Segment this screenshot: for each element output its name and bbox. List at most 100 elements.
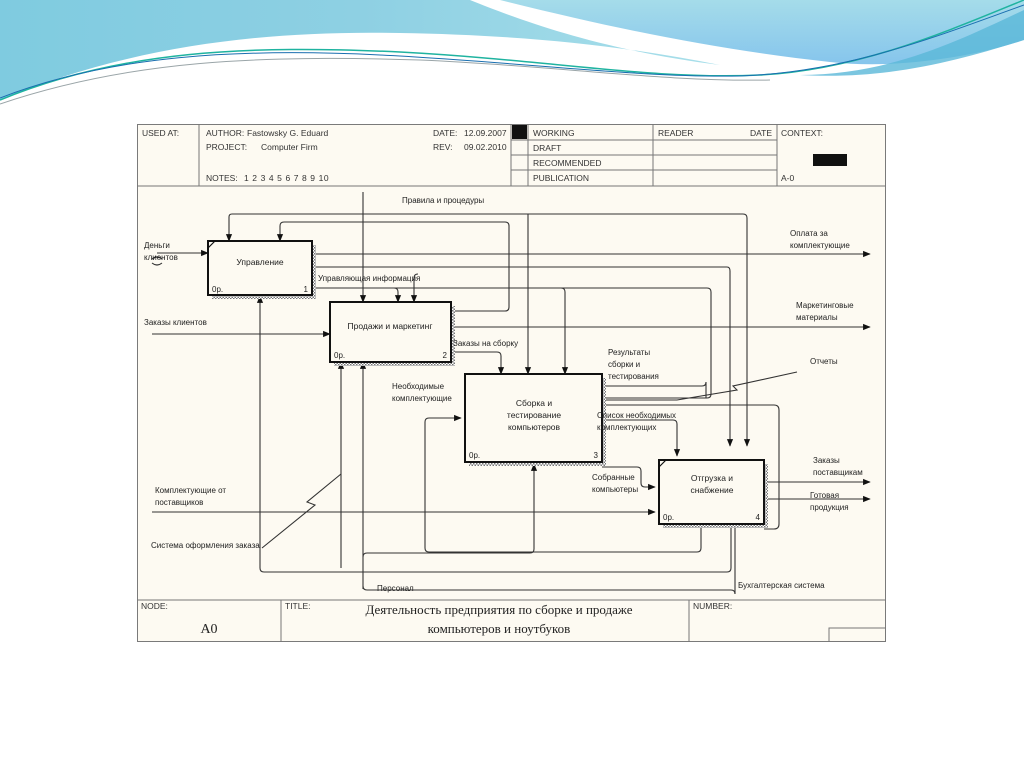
box-4-number: 4: [756, 513, 761, 522]
label-results-2: сборки и: [608, 360, 640, 369]
label-assembled-1: Собранные: [592, 473, 635, 482]
arrow-rules-to-box1: [225, 213, 363, 242]
label-accounting: Бухгалтерская система: [738, 581, 825, 590]
diagram-title-line1: Деятельность предприятия по сборке и про…: [365, 602, 632, 617]
arrow-box1-to-box2: [410, 273, 419, 303]
label-results-1: Результаты: [608, 348, 650, 357]
context-label: CONTEXT:: [781, 128, 823, 138]
box-3-title-line3: компьютеров: [508, 422, 561, 432]
date-label: DATE:: [433, 128, 457, 138]
box-2-title: Продажи и маркетинг: [348, 321, 433, 331]
label-money-1: Деньги: [144, 241, 170, 250]
label-marketing-1: Маркетинговые: [796, 301, 854, 310]
used-at-label: USED AT:: [142, 128, 179, 138]
label-customer-orders: Заказы клиентов: [144, 318, 207, 327]
node-label: NODE:: [141, 601, 168, 611]
arrow-assembled-computers: [602, 466, 656, 491]
arrow-control-info: [312, 287, 712, 399]
box-2-cost: 0р.: [334, 351, 345, 360]
reader-date-label: DATE: [750, 128, 772, 138]
label-supplier-orders-2: поставщикам: [813, 468, 863, 477]
number-label: NUMBER:: [693, 601, 732, 611]
rev-value: 09.02.2010: [464, 142, 507, 152]
project-label: PROJECT:: [206, 142, 247, 152]
label-reports: Отчеты: [810, 357, 838, 366]
label-results-3: тестирования: [608, 372, 659, 381]
rev-label: REV:: [433, 142, 453, 152]
arrow-rules-right: [363, 213, 751, 447]
box-4-title-line2: снабжение: [690, 485, 733, 495]
title-label: TITLE:: [285, 601, 311, 611]
wave-line-grey: [0, 57, 771, 105]
arrow-test-results: [602, 381, 707, 398]
arrow-box1-out-2: [312, 266, 734, 447]
arrow-top-feedback-box1: [276, 221, 505, 242]
activity-box-4[interactable]: Отгрузка и снабжение 0р. 4: [658, 459, 768, 528]
label-order-system: Система оформления заказа: [151, 541, 260, 550]
label-marketing-2: материалы: [796, 313, 838, 322]
arrow-needed-parts-bottom: [429, 511, 705, 553]
arrow-needed-parts: [424, 414, 462, 553]
label-finished-2: продукция: [810, 503, 849, 512]
box-1-title: Управление: [236, 257, 284, 267]
arrow-accounting: [362, 585, 736, 595]
header-block: USED AT: AUTHOR: Fastowsky G. Eduard PRO…: [137, 124, 886, 187]
label-pay-parts-1: Оплата за: [790, 229, 828, 238]
node-value: A0: [200, 622, 217, 637]
label-needed-parts-2: комплектующие: [392, 394, 452, 403]
status-working-marker: [512, 125, 527, 139]
label-supplier-orders-1: Заказы: [813, 456, 840, 465]
wave-top-right: [500, 0, 1024, 65]
author-label: AUTHOR:: [206, 128, 244, 138]
author-value: Fastowsky G. Eduard: [247, 128, 329, 138]
box-1-number: 1: [304, 285, 309, 294]
label-money-2: клиентов: [144, 253, 178, 262]
activity-box-2[interactable]: Продажи и маркетинг 0р. 2: [329, 301, 455, 366]
arrow-assembly-orders: [451, 351, 505, 375]
label-assembled-2: компьютеры: [592, 485, 638, 494]
arrow-parts-list: [602, 419, 681, 457]
arrow-box3-out-bottom: [602, 404, 780, 530]
context-thumbnail: [813, 154, 847, 166]
label-supplier-parts-1: Комплектующие от: [155, 486, 226, 495]
arrow-personnel-branch: [362, 463, 538, 558]
tunnel-money: [151, 256, 163, 266]
status-publication: PUBLICATION: [533, 173, 589, 183]
activity-box-3[interactable]: Сборка и тестирование компьютеров 0р. 3: [464, 373, 606, 466]
label-personnel: Персонал: [377, 584, 414, 593]
arrow-control-info-box3: [560, 287, 569, 375]
box-1-cost: 0р.: [212, 285, 223, 294]
label-assembly-orders: Заказы на сборку: [453, 339, 518, 348]
context-node: A-0: [781, 173, 795, 183]
footer-block: NODE: A0 TITLE: Деятельность предприятия…: [137, 599, 886, 642]
label-parts-list-1: Список необходимых: [597, 411, 676, 420]
reader-label: READER: [658, 128, 693, 138]
arrow-control-info-box2: [393, 287, 402, 303]
arrow-mech-box1: [259, 511, 735, 573]
status-working: WORKING: [533, 128, 575, 138]
box-3-number: 3: [594, 451, 599, 460]
arrow-top-feedback-loop: [455, 221, 510, 312]
wave-right-band: [800, 10, 1024, 76]
notes-numbers: 1 2 3 4 5 6 7 8 9 10: [244, 173, 329, 183]
box-3-title-line1: Сборка и: [516, 398, 552, 408]
label-control-info: Управляющая информация: [318, 274, 420, 283]
label-rules: Правила и процедуры: [402, 196, 484, 205]
label-needed-parts-1: Необходимые: [392, 382, 445, 391]
arrow-lines: [151, 192, 871, 595]
notes-label: NOTES:: [206, 173, 238, 183]
activity-box-1[interactable]: Управление 0р. 1: [207, 240, 316, 299]
box-4-title-line1: Отгрузка и: [691, 473, 733, 483]
diagram-title-line2: компьютеров и ноутбуков: [428, 621, 571, 636]
wave-line-blue: [0, 4, 1024, 99]
wave-top-left: [0, 0, 720, 100]
status-recommended: RECOMMENDED: [533, 158, 601, 168]
label-parts-list-2: комплектующих: [597, 423, 656, 432]
arrow-reports-line: [676, 371, 798, 401]
box-3-cost: 0р.: [469, 451, 480, 460]
box-4-cost: 0р.: [663, 513, 674, 522]
status-draft: DRAFT: [533, 143, 561, 153]
project-value: Computer Firm: [261, 142, 318, 152]
idef0-diagram: USED AT: AUTHOR: Fastowsky G. Eduard PRO…: [137, 124, 886, 642]
label-finished-1: Готовая: [810, 491, 839, 500]
